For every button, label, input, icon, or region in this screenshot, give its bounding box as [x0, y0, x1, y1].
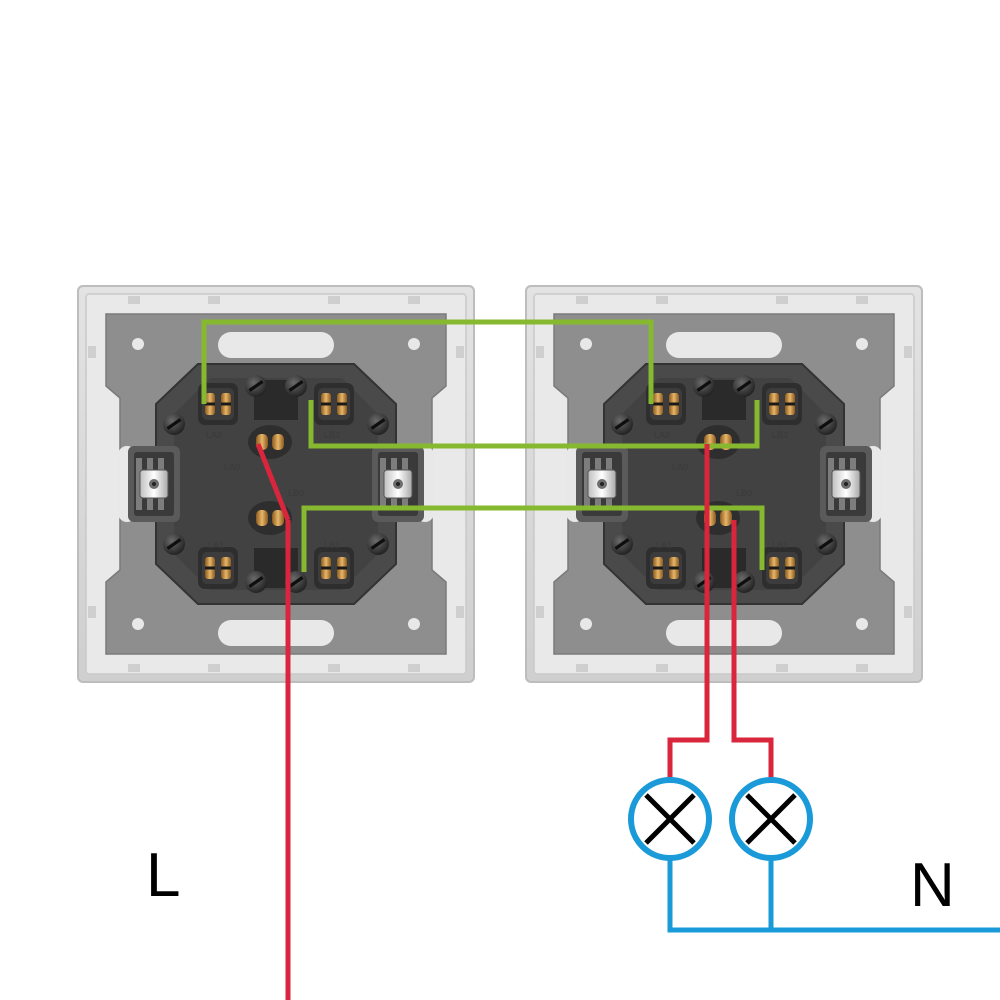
live-wire-lamp-2: [731, 520, 774, 780]
switch-2-terminal-la1: [646, 547, 686, 589]
switch-1: LA2 LB2 LA0 LB0 LA1 LB1: [78, 286, 474, 682]
live-label: L: [146, 841, 180, 910]
switch-1-label-lb2: LB2: [324, 430, 340, 440]
switch-1-terminal-lb1: [314, 547, 354, 589]
neutral-label: N: [910, 851, 955, 920]
switch-1-label-lb0: LB0: [288, 488, 304, 498]
switch-2-body: [526, 286, 922, 682]
switch-2-label-la0: LA0: [672, 462, 688, 472]
traveler-wire-la2: [201, 319, 654, 404]
live-wires: [255, 443, 774, 1000]
switch-1-label-la1: LA1: [208, 540, 224, 550]
lamp-2-cross-icon: [745, 793, 797, 845]
switch-2-label-la1: LA1: [656, 540, 672, 550]
switch-1-terminal-la1: [198, 547, 238, 589]
neutral-wire: [667, 858, 1000, 933]
switch-1-label-la2: LA2: [206, 430, 222, 440]
switch-1-terminal-lb2: [314, 383, 354, 425]
traveler-wires: [201, 319, 765, 572]
neutral-wires: [667, 858, 1000, 933]
switch-1-label-la0: LA0: [224, 462, 240, 472]
traveler-wire-lb1: [301, 505, 765, 572]
switch-2-label-la2: LA2: [654, 430, 670, 440]
switch-2: LA2 LB2 LA0 LB0 LA1 LB1: [526, 286, 922, 682]
switch-2-label-lb2: LB2: [772, 430, 788, 440]
switch-1-terminal-la0: [248, 425, 292, 459]
switch-2-terminal-lb2: [762, 383, 802, 425]
switch-1-label-lb1: LB1: [324, 540, 340, 550]
switch-2-terminal-lb1: [762, 547, 802, 589]
lamp-1-cross-icon: [644, 793, 696, 845]
live-wire-lamp-1: [667, 444, 710, 780]
switch-2-terminal-la0: [696, 425, 740, 459]
lamp-1: [628, 777, 712, 861]
lamp-2: [729, 777, 813, 861]
traveler-wire-lb2: [308, 400, 760, 449]
switch-2-label-lb1: LB1: [772, 540, 788, 550]
switch-2-label-lb0: LB0: [736, 488, 752, 498]
live-wire-jumper: [255, 443, 291, 521]
